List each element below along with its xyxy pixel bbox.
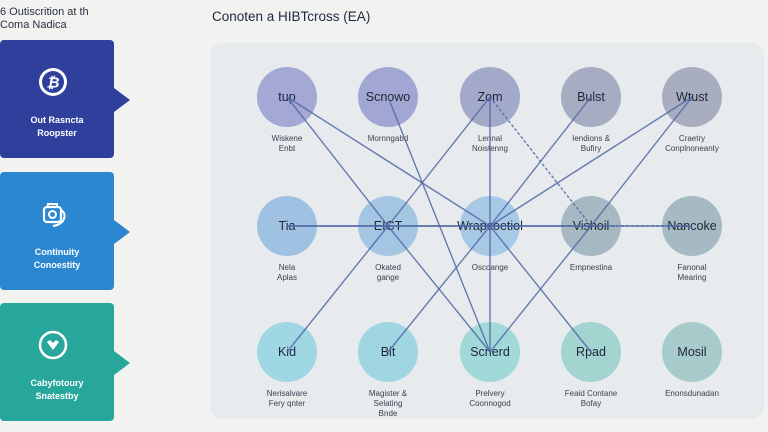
node-caption: Empnestina bbox=[536, 263, 646, 273]
node-caption-line: Conplnoneanty bbox=[665, 144, 719, 153]
node-caption-line: Fanonal bbox=[677, 263, 707, 272]
diagram-node[interactable]: Bulst bbox=[561, 67, 621, 127]
node-title: Zom bbox=[477, 90, 503, 104]
node-title: Tia bbox=[278, 219, 296, 233]
diagram-node[interactable]: Nancoke bbox=[662, 196, 722, 256]
label-line: Continuity bbox=[34, 247, 80, 257]
node-title: Nancoke bbox=[667, 219, 717, 233]
card-arrow bbox=[114, 351, 130, 375]
side-card-3-label: Cabyfotoury Snatestby bbox=[4, 377, 110, 403]
label-line: Roopster bbox=[37, 128, 77, 138]
diagram-node[interactable]: Mosil bbox=[662, 322, 722, 382]
node-caption-line: Enbt bbox=[278, 144, 296, 153]
node-caption-line: Craetry bbox=[678, 134, 706, 143]
diagram-node[interactable]: EICT bbox=[358, 196, 418, 256]
left-title: 6 Outiscrition at th Coma Nadica bbox=[0, 6, 89, 32]
diagram-node[interactable]: Scnowo bbox=[358, 67, 418, 127]
node-title: Wrapcoetiol bbox=[457, 219, 523, 233]
node-caption-line: Mearing bbox=[677, 273, 707, 282]
node-caption-line: Coonnogod bbox=[469, 399, 511, 408]
diagram-node[interactable]: Scnerd bbox=[460, 322, 520, 382]
node-title: Mosil bbox=[677, 345, 707, 359]
card-arrow bbox=[114, 220, 130, 244]
left-title-line-2: Coma Nadica bbox=[0, 19, 67, 31]
node-caption-line: Mornngabd bbox=[367, 134, 409, 143]
node-caption: Mornngabd bbox=[333, 134, 443, 144]
label-line: Cabyfotoury bbox=[30, 378, 84, 388]
side-card-1-label: Out Rasncta Roopster bbox=[4, 114, 110, 140]
node-title: Rpad bbox=[576, 345, 606, 359]
left-title-line-1: 6 Outiscrition at th bbox=[0, 6, 89, 18]
node-caption-line: Magister & bbox=[368, 389, 408, 398]
svg-text:₿: ₿ bbox=[46, 75, 59, 92]
node-caption-line: Oscoange bbox=[471, 263, 509, 272]
diagram-node[interactable]: Rpad bbox=[561, 322, 621, 382]
diagram-node[interactable]: Wtust bbox=[662, 67, 722, 127]
node-caption: Iendions &Bufiry bbox=[536, 134, 646, 154]
node-caption-line: Iendions & bbox=[572, 134, 610, 143]
node-caption-line: Noistenng bbox=[471, 144, 509, 153]
node-title: Scnowo bbox=[365, 90, 411, 104]
label-line: Conoestity bbox=[33, 260, 81, 270]
node-caption-line: Prelvery bbox=[475, 389, 505, 398]
node-title: EICT bbox=[373, 219, 403, 233]
diagram-node[interactable]: Kid bbox=[257, 322, 317, 382]
node-title: tup bbox=[278, 90, 296, 104]
node-caption-line: gange bbox=[376, 273, 400, 282]
node-caption-line: Nerisalvare bbox=[266, 389, 308, 398]
diagram-node[interactable]: Wrapcoetiol bbox=[457, 196, 523, 256]
node-caption-line: Empnestina bbox=[569, 263, 613, 272]
node-caption-line: Fery qnter bbox=[268, 399, 306, 408]
node-caption-line: Bufiry bbox=[580, 144, 602, 153]
label-line: Snatestby bbox=[35, 391, 79, 401]
node-caption-line: Okated bbox=[375, 263, 401, 272]
node-caption: Oscoange bbox=[435, 263, 545, 273]
node-caption-line: Aplas bbox=[276, 273, 297, 282]
node-caption-line: Bnde bbox=[378, 409, 398, 418]
node-title: Wtust bbox=[676, 90, 708, 104]
node-title: Bulst bbox=[577, 90, 605, 104]
label-line: Out Rasncta bbox=[30, 115, 84, 125]
node-title: Bit bbox=[380, 345, 396, 359]
node-caption-line: Lennal bbox=[477, 134, 503, 143]
diagram-node[interactable]: tup bbox=[257, 67, 317, 127]
node-title: Scnerd bbox=[470, 345, 510, 359]
node-caption-line: Nela bbox=[278, 263, 296, 272]
bitcoin-coin-icon: ₿ bbox=[39, 68, 67, 96]
node-title: Vishoil bbox=[572, 219, 610, 233]
side-card-2[interactable]: Continuity Conoestity bbox=[0, 172, 130, 290]
node-caption: Enonsdunadan bbox=[637, 389, 747, 399]
diagram-node[interactable]: Vishoil bbox=[561, 196, 621, 256]
diagram-node[interactable]: Bit bbox=[358, 322, 418, 382]
side-card-3[interactable]: Cabyfotoury Snatestby bbox=[0, 303, 130, 421]
card-arrow bbox=[114, 88, 130, 112]
side-card-1[interactable]: ₿ Out Rasncta Roopster bbox=[0, 40, 130, 158]
heart-shield-icon bbox=[38, 330, 68, 360]
diagram-title: Conoten a HIBTcross (EA) bbox=[212, 9, 371, 24]
node-title: Kid bbox=[277, 345, 297, 359]
camera-bag-icon bbox=[42, 203, 66, 227]
diagram-node[interactable]: Tia bbox=[257, 196, 317, 256]
node-caption-line: Enonsdunadan bbox=[665, 389, 719, 398]
diagram-node[interactable]: Zom bbox=[460, 67, 520, 127]
side-card-2-label: Continuity Conoestity bbox=[4, 246, 110, 272]
node-caption-line: Wiskene bbox=[271, 134, 303, 143]
node-caption-line: Bofay bbox=[580, 399, 602, 408]
node-caption-line: Selating bbox=[373, 399, 403, 408]
node-caption-line: Feaid Contane bbox=[564, 389, 618, 398]
